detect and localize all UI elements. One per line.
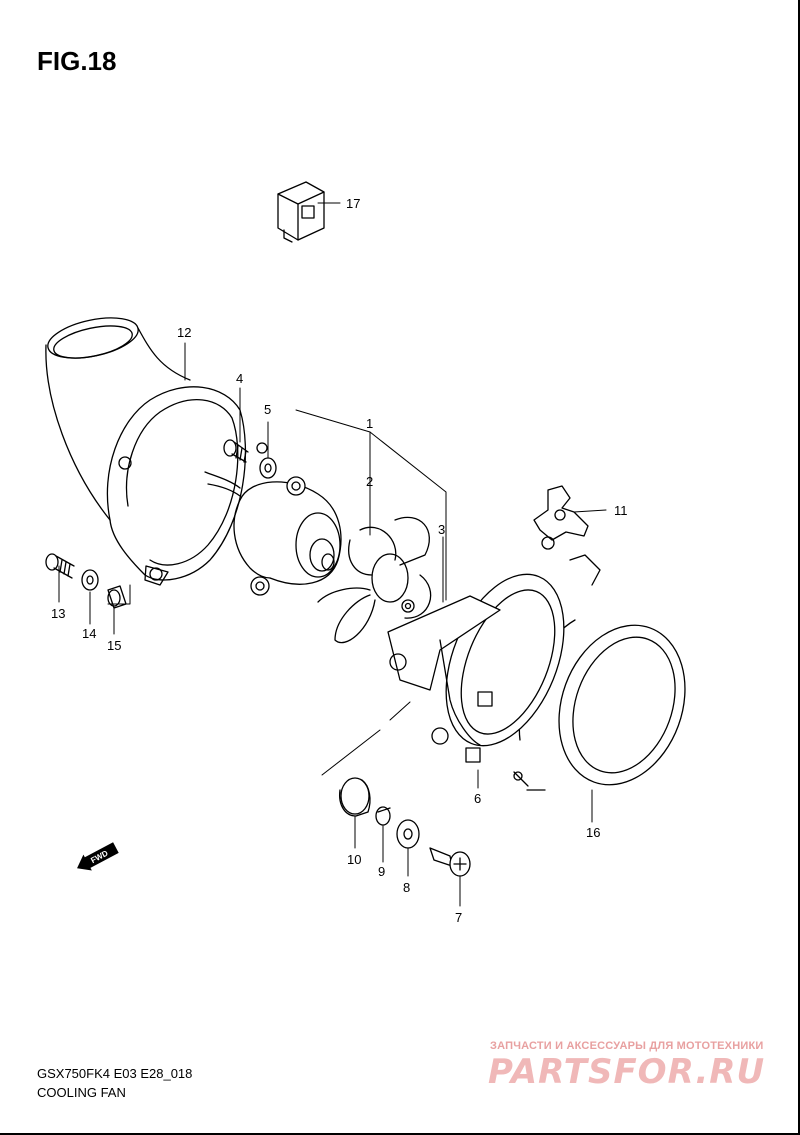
label-part-8: 8 (403, 880, 410, 895)
bolt-part-4[interactable] (223, 439, 249, 463)
washer-part-5[interactable] (259, 457, 277, 479)
label-part-5: 5 (264, 402, 271, 417)
label-part-9: 9 (378, 864, 385, 879)
figure-title: FIG.18 (37, 46, 117, 76)
washer-part-14[interactable] (81, 569, 99, 591)
spacer-part-15[interactable] (107, 585, 127, 609)
fan-motor-part-2[interactable] (204, 471, 342, 596)
watermark-logo: PARTSFOR.RU (488, 1052, 766, 1092)
fan-blade[interactable] (317, 516, 432, 644)
grommet-part-10[interactable] (339, 777, 371, 817)
screw-part-7[interactable] (429, 847, 471, 877)
collar-part-9[interactable] (375, 806, 391, 826)
watermark-tagline: ЗАПЧАСТИ И АКСЕССУАРЫ ДЛЯ МОТОТЕХНИКИ (490, 1040, 764, 1052)
label-part-10: 10 (347, 852, 361, 867)
fan-shroud-part-12[interactable] (44, 311, 268, 586)
label-part-12: 12 (177, 325, 191, 340)
label-part-14: 14 (82, 626, 96, 641)
fwd-arrow-icon: FWD (77, 842, 119, 871)
leader-lines (58, 202, 607, 907)
label-part-1: 1 (366, 416, 373, 431)
label-part-11: 11 (614, 503, 628, 518)
label-part-16: 16 (586, 825, 600, 840)
fan-guard-part-16[interactable] (513, 607, 706, 802)
washer-part-8[interactable] (396, 819, 420, 849)
label-part-15: 15 (107, 638, 121, 653)
fan-housing-part-3[interactable] (387, 554, 601, 763)
label-part-6: 6 (474, 791, 481, 806)
relay-part-17[interactable] (277, 181, 325, 243)
label-part-17: 17 (346, 196, 360, 211)
bolt-part-13[interactable] (45, 553, 75, 579)
label-part-4: 4 (236, 371, 243, 386)
label-part-13: 13 (51, 606, 65, 621)
label-part-7: 7 (455, 910, 462, 925)
model-code: GSX750FK4 E03 E28_018 (37, 1066, 193, 1081)
label-part-2: 2 (366, 474, 373, 489)
label-part-3: 3 (438, 522, 445, 537)
bracket-part-11[interactable] (533, 485, 589, 550)
diagram-name: COOLING FAN (37, 1085, 126, 1100)
